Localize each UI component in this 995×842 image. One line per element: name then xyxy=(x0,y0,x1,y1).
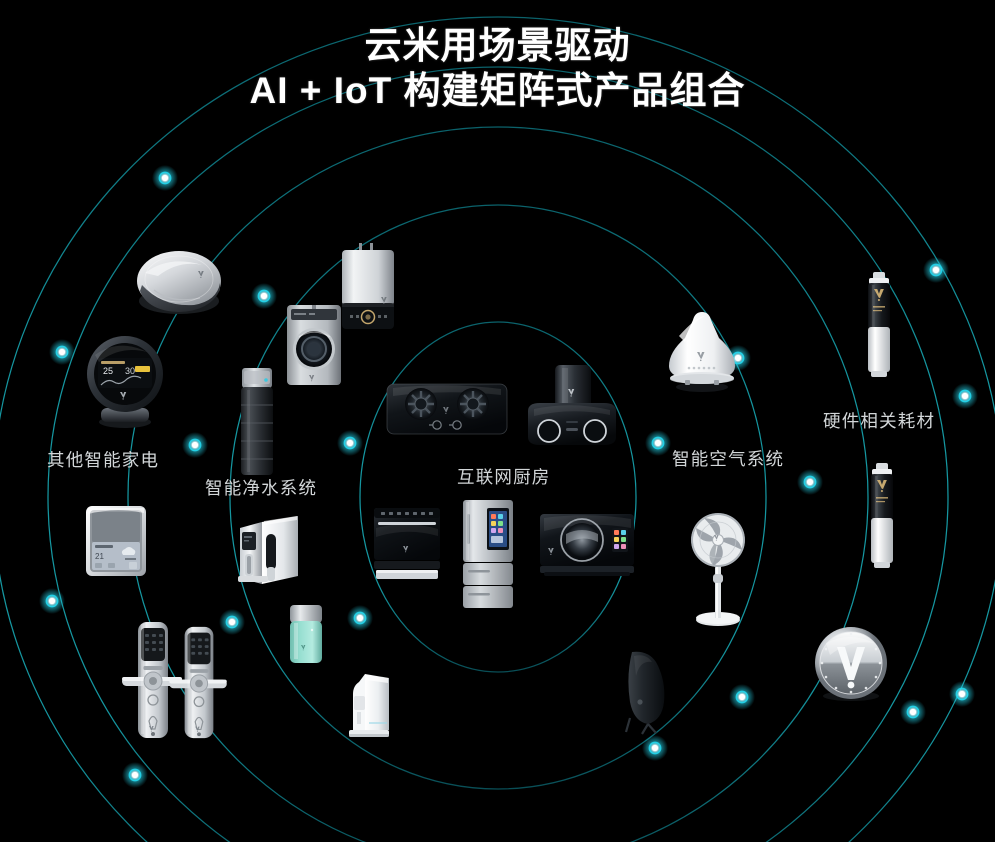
product-air-detector[interactable]: 25 30 xyxy=(75,330,175,430)
category-label-smart-water-purification: 智能净水系统 xyxy=(205,478,318,498)
svg-text:25: 25 xyxy=(103,366,113,376)
product-water-dispenser[interactable] xyxy=(347,672,391,744)
product-viomi-coin[interactable] xyxy=(812,625,890,703)
product-gas-cooktop[interactable] xyxy=(385,380,509,440)
product-filter-top[interactable] xyxy=(865,272,893,377)
product-water-purifier-tall[interactable] xyxy=(238,368,276,478)
product-range-hood[interactable] xyxy=(522,365,622,450)
orbit-node[interactable] xyxy=(39,588,65,614)
orbit-node[interactable] xyxy=(952,383,978,409)
orbit-node[interactable] xyxy=(642,735,668,761)
product-filter-bottom[interactable] xyxy=(868,463,896,568)
category-label-hardware-consumables: 硬件相关耗材 xyxy=(823,411,936,431)
product-dishwasher[interactable] xyxy=(372,506,442,581)
orbit-node[interactable] xyxy=(347,605,373,631)
product-washing-machine[interactable] xyxy=(285,305,343,385)
orbit-ring xyxy=(0,16,995,842)
orbit-ring xyxy=(229,204,767,790)
orbit-ring xyxy=(359,321,637,673)
product-speaker[interactable] xyxy=(622,650,670,735)
category-label-other-smart-appliances: 其他智能家电 xyxy=(47,450,160,470)
orbit-ring xyxy=(47,66,949,842)
svg-text:21: 21 xyxy=(95,552,104,561)
orbit-node[interactable] xyxy=(152,165,178,191)
orbit-node[interactable] xyxy=(251,283,277,309)
product-smart-lock-a[interactable] xyxy=(122,620,184,740)
product-microwave-oven[interactable] xyxy=(538,512,636,580)
orbit-node[interactable] xyxy=(219,609,245,635)
product-humidifier[interactable] xyxy=(657,308,747,393)
orbit-node[interactable] xyxy=(337,430,363,456)
category-label-internet-kitchen: 互联网厨房 xyxy=(457,467,551,487)
orbit-node[interactable] xyxy=(923,257,949,283)
orbit-node[interactable] xyxy=(900,699,926,725)
svg-text:30: 30 xyxy=(125,366,135,376)
orbit-node[interactable] xyxy=(49,339,75,365)
orbit-node[interactable] xyxy=(182,432,208,458)
product-stand-fan[interactable] xyxy=(688,512,748,627)
product-ro-purifier[interactable] xyxy=(228,512,306,590)
orbit-node[interactable] xyxy=(949,681,975,707)
category-label-smart-air-system: 智能空气系统 xyxy=(672,449,785,469)
product-smart-lock-b[interactable] xyxy=(168,625,230,740)
orbit-node[interactable] xyxy=(122,762,148,788)
product-thermos-cup[interactable] xyxy=(287,605,325,665)
product-gas-water-heater[interactable] xyxy=(337,243,399,333)
orbit-node[interactable] xyxy=(645,430,671,456)
orbit-node[interactable] xyxy=(729,684,755,710)
orbit-ring xyxy=(127,126,869,842)
product-smart-panel[interactable]: 21 xyxy=(85,505,147,577)
product-robot-vacuum[interactable] xyxy=(132,243,227,318)
orbit-node[interactable] xyxy=(797,469,823,495)
product-smart-fridge[interactable] xyxy=(462,500,514,610)
